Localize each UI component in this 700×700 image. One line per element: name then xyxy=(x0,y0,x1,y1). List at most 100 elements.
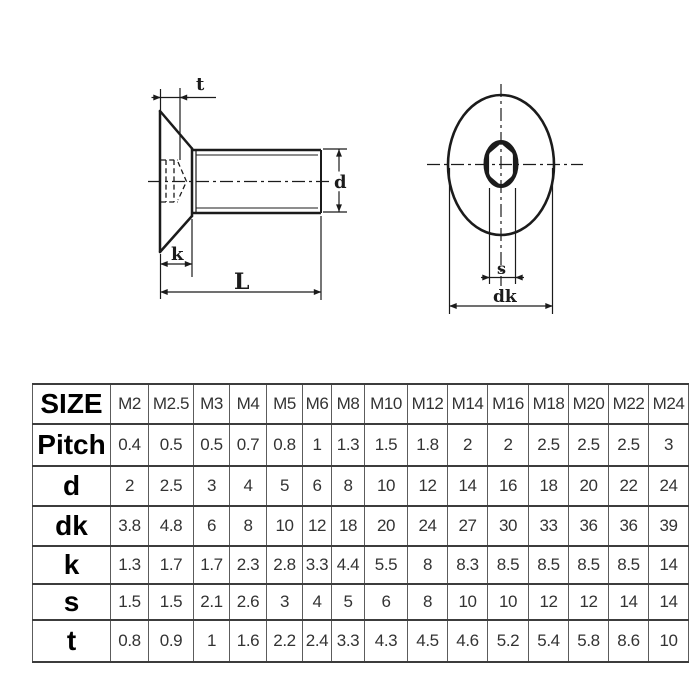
table-cell: 2 xyxy=(110,465,149,507)
table-cell: 5 xyxy=(266,465,303,507)
table-cell: 8 xyxy=(229,505,267,547)
table-cell: 14 xyxy=(447,465,488,507)
table-cell: 0.4 xyxy=(110,423,149,467)
dim-label-d: d xyxy=(334,172,347,193)
dim-label-dk: dk xyxy=(493,287,518,307)
technical-drawing: t k L d xyxy=(148,74,583,314)
table-cell: 5.5 xyxy=(364,545,408,585)
table-cell: 6 xyxy=(364,583,408,621)
table-cell: 5 xyxy=(331,583,365,621)
table-cell: 30 xyxy=(487,505,529,547)
table-cell: 0.5 xyxy=(148,423,194,467)
table-cell: 36 xyxy=(568,505,609,547)
table-cell: 14 xyxy=(648,545,689,585)
table-cell: 1.5 xyxy=(110,583,149,621)
row-label-SIZE: SIZE xyxy=(32,383,111,425)
table-cell: M2.5 xyxy=(148,383,194,425)
table-cell: 3 xyxy=(266,583,303,621)
table-cell: 2.4 xyxy=(302,619,332,663)
table-cell: 5.4 xyxy=(528,619,569,663)
table-cell: 0.5 xyxy=(193,423,230,467)
table-cell: 4 xyxy=(302,583,332,621)
table-cell: 10 xyxy=(648,619,689,663)
table-cell: 1.5 xyxy=(364,423,408,467)
table-cell: 5.2 xyxy=(487,619,529,663)
table-cell: 27 xyxy=(447,505,488,547)
table-cell: M2 xyxy=(110,383,149,425)
row-label-dk: dk xyxy=(32,505,111,547)
table-cell: 6 xyxy=(193,505,230,547)
table-cell: 24 xyxy=(648,465,689,507)
table-cell: M16 xyxy=(487,383,529,425)
table-cell: 3 xyxy=(193,465,230,507)
row-label-d: d xyxy=(32,465,111,507)
socket-hidden-lines xyxy=(161,159,188,203)
table-cell: 2.8 xyxy=(266,545,303,585)
table-cell: 18 xyxy=(528,465,569,507)
table-cell: 2.5 xyxy=(608,423,649,467)
table-cell: 2 xyxy=(487,423,529,467)
table-cell: M12 xyxy=(407,383,448,425)
table-cell: 20 xyxy=(568,465,609,507)
table-cell: 39 xyxy=(648,505,689,547)
table-cell: 8.6 xyxy=(608,619,649,663)
dim-label-k: k xyxy=(171,244,184,265)
table-cell: 10 xyxy=(487,583,529,621)
dk-dimension xyxy=(448,168,554,314)
head-outline xyxy=(158,109,194,254)
table-cell: M6 xyxy=(302,383,332,425)
table-cell: 12 xyxy=(568,583,609,621)
dim-label-s: s xyxy=(497,259,506,278)
table-cell: 0.7 xyxy=(229,423,267,467)
table-cell: M18 xyxy=(528,383,569,425)
head-circle xyxy=(446,93,556,237)
table-cell: 2.5 xyxy=(568,423,609,467)
table-cell: M5 xyxy=(266,383,303,425)
table-cell: M8 xyxy=(331,383,365,425)
front-view: s dk xyxy=(427,84,583,314)
table-cell: 4.5 xyxy=(407,619,448,663)
table-cell: 8.5 xyxy=(528,545,569,585)
table-cell: 3.8 xyxy=(110,505,149,547)
table-cell: 1 xyxy=(302,423,332,467)
table-cell: 33 xyxy=(528,505,569,547)
table-cell: 8.3 xyxy=(447,545,488,585)
table-cell: 24 xyxy=(407,505,448,547)
table-cell: 20 xyxy=(364,505,408,547)
table-cell: 36 xyxy=(608,505,649,547)
table-cell: 12 xyxy=(302,505,332,547)
d-dimension xyxy=(323,148,347,213)
table-cell: 1.3 xyxy=(110,545,149,585)
table-cell: 8.5 xyxy=(608,545,649,585)
table-cell: 2.5 xyxy=(148,465,194,507)
table-cell: M20 xyxy=(568,383,609,425)
table-cell: M3 xyxy=(193,383,230,425)
side-view: t k L d xyxy=(148,74,350,300)
table-cell: 6 xyxy=(302,465,332,507)
table-cell: 8 xyxy=(331,465,365,507)
table-cell: 4 xyxy=(229,465,267,507)
table-cell: 2.5 xyxy=(528,423,569,467)
table-cell: M24 xyxy=(648,383,689,425)
table-cell: 12 xyxy=(528,583,569,621)
table-cell: 1.7 xyxy=(148,545,194,585)
s-dimension xyxy=(481,188,524,284)
table-cell: 12 xyxy=(407,465,448,507)
table-cell: 14 xyxy=(648,583,689,621)
table-cell: 1.5 xyxy=(148,583,194,621)
table-cell: 18 xyxy=(331,505,365,547)
table-cell: 2.2 xyxy=(266,619,303,663)
table-cell: 1 xyxy=(193,619,230,663)
row-label-s: s xyxy=(32,583,111,621)
row-label-k: k xyxy=(32,545,111,585)
table-cell: 10 xyxy=(364,465,408,507)
table-cell: 4.4 xyxy=(331,545,365,585)
table-cell: 1.6 xyxy=(229,619,267,663)
table-cell: 1.8 xyxy=(407,423,448,467)
